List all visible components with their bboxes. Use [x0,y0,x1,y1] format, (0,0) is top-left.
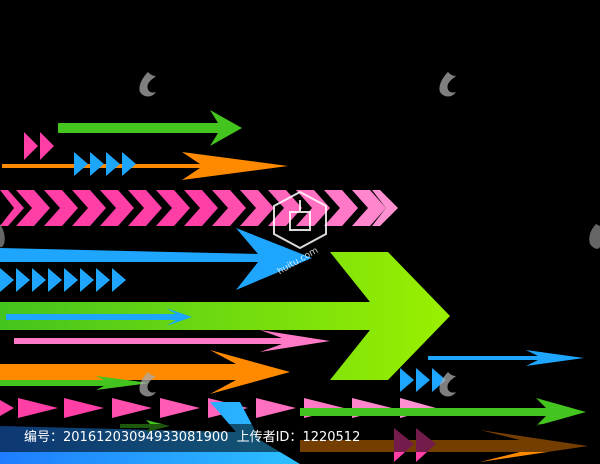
blue-thin-arrow-right [428,350,584,366]
lime-big-arrow [0,252,450,380]
orange-arrow [0,350,290,394]
leaf-watermark-icon [439,72,456,97]
blue-triangle [90,152,104,176]
pink-triangle [24,132,38,160]
blue-triangle [74,152,88,176]
blue-triangle [400,368,414,392]
hutu-logo-icon [273,190,327,250]
blue-triangle-row [0,268,126,292]
leaf-watermark-icon [0,224,5,248]
orange-thin-arrow [2,152,288,180]
green-thin-arrow [0,376,150,390]
uploader-id-value: 1220512 [302,430,361,445]
image-id-label: 编号： [24,430,64,445]
uploader-id-label: 上传者ID： [236,430,303,445]
leaf-watermark-icon [139,72,156,97]
leaf-watermark-icon [439,372,456,397]
pink-triangle [40,132,54,160]
image-caption-bar: 编号：20161203094933081900 上传者ID：1220512 [0,424,600,452]
blue-thin-arrow [6,308,192,326]
blue-triangle [416,368,430,392]
green-arrow-right [300,398,586,426]
pink-chevron-band [0,190,398,226]
pink-thin-arrow [14,330,330,352]
blue-big-arrow [0,228,312,290]
blue-triangle [106,152,120,176]
blue-triangle [122,152,136,176]
green-arrow-top [58,110,242,146]
leaf-watermark-icon [589,224,600,249]
image-id-value: 20161203094933081900 [63,430,229,445]
leaf-watermark-icon [139,372,156,397]
blue-triangle [432,368,446,392]
